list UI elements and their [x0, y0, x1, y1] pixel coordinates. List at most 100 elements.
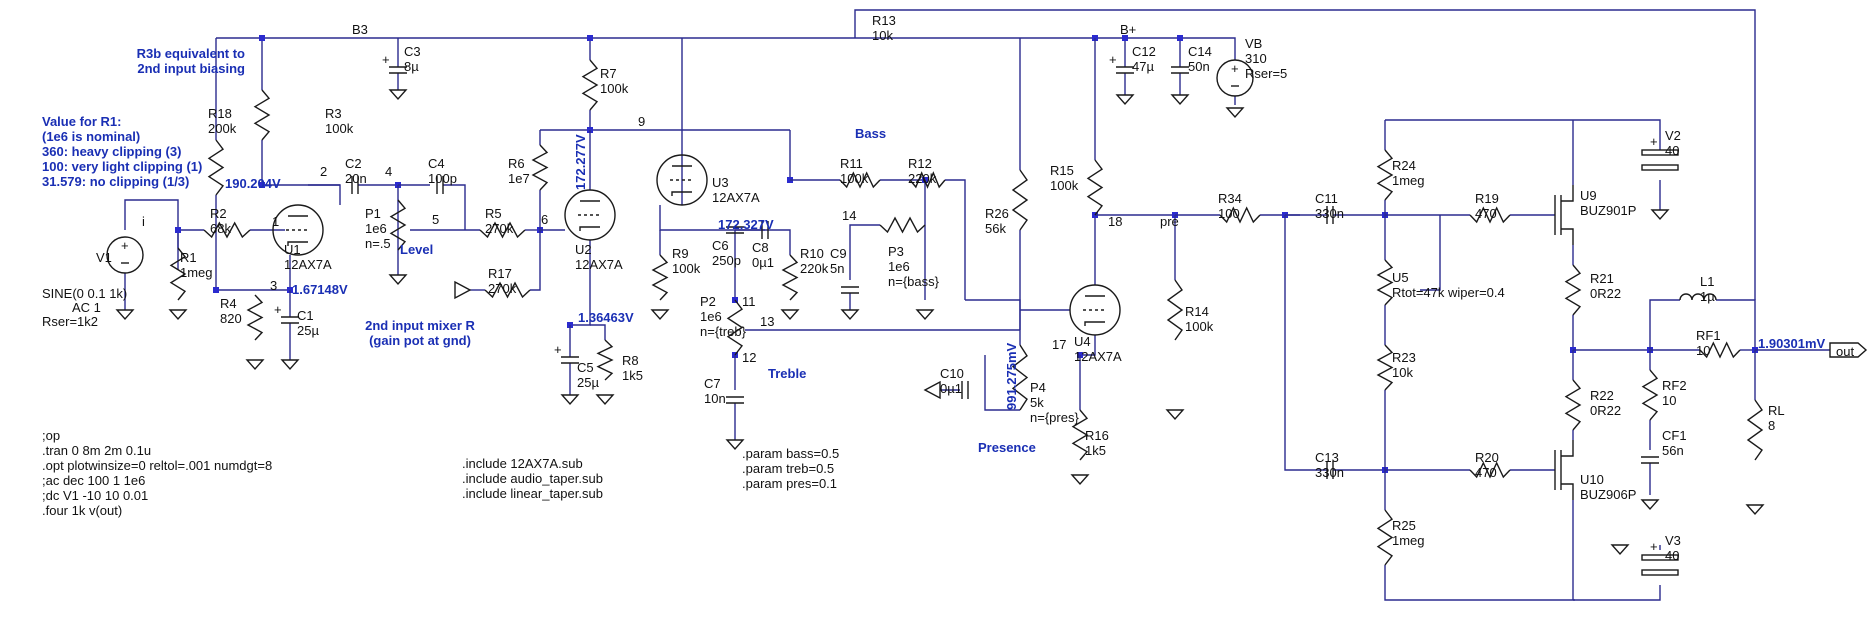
r16-resistor	[1071, 409, 1089, 461]
r23-label-1: 10k	[1392, 365, 1413, 380]
c11-label-0: C11	[1315, 191, 1338, 206]
components: ++++++++	[106, 52, 1868, 576]
r15-label-1: 100k	[1050, 178, 1079, 193]
junction-dot	[1177, 35, 1183, 41]
v1-ac: AC 1	[72, 300, 101, 315]
r23-resistor	[1376, 344, 1394, 391]
r11-label-0: R11	[840, 156, 863, 171]
r11-label-1: 100k	[840, 171, 869, 186]
svg-text:+: +	[1231, 61, 1239, 76]
voltage-u1-cathode: 1.67148V	[292, 282, 348, 297]
c10-ground-port	[923, 380, 941, 400]
v2-battery: +	[1641, 134, 1679, 171]
ground-symbol	[168, 309, 188, 321]
wire	[1080, 335, 1096, 356]
wire	[216, 255, 291, 291]
c8-capacitor	[761, 221, 769, 239]
rf2-label-0: RF2	[1662, 378, 1687, 393]
c6-label-0: C6	[712, 238, 729, 253]
vb-label-1: 310	[1245, 51, 1267, 66]
ground-symbol	[388, 89, 408, 101]
vb-label-2: Rser=5	[1245, 66, 1287, 81]
ground-symbol	[1170, 94, 1190, 106]
r10-resistor	[781, 254, 799, 301]
sim-directive-1: .tran 0 8m 2m 0.1u	[42, 443, 151, 458]
r7-label-0: R7	[600, 66, 617, 81]
r26-label-1: 56k	[985, 221, 1006, 236]
p3-label-2: n={bass}	[888, 274, 940, 289]
u10-mosfet	[1554, 440, 1574, 500]
rf1-label-1: 10	[1696, 343, 1710, 358]
wire	[849, 224, 880, 280]
c1-label-0: C1	[297, 308, 314, 323]
u2-label-0: U2	[575, 242, 592, 257]
r4-label-0: R4	[220, 296, 237, 311]
u10-label-0: U10	[1580, 472, 1604, 487]
rl-resistor	[1746, 399, 1764, 461]
r34-label-1: 100	[1218, 206, 1240, 221]
c3-label-0: C3	[404, 44, 421, 59]
r1-label-0: R1	[180, 250, 197, 265]
u9-mosfet	[1554, 185, 1574, 245]
param-directive-1: .param treb=0.5	[742, 461, 834, 476]
r18-label-0: R18	[208, 106, 232, 121]
cf1-label-1: 56n	[1662, 443, 1684, 458]
ground-symbol	[915, 309, 935, 321]
r2-resistor	[203, 221, 251, 239]
u1-label-1: 12AX7A	[284, 257, 332, 272]
v1-value: SINE(0 0.1 1k)	[42, 286, 127, 301]
c3-capacitor: +	[382, 52, 407, 74]
include-directive-0: .include 12AX7A.sub	[462, 456, 583, 471]
label-bass: Bass	[855, 126, 886, 141]
r15-resistor	[1086, 159, 1104, 216]
wire	[854, 9, 1756, 300]
r21-label-0: R21	[1590, 271, 1614, 286]
rf2-resistor	[1641, 369, 1659, 421]
c8-label-1: 0µ1	[752, 255, 774, 270]
v1-voltage-source: +	[106, 236, 144, 274]
r5-resistor	[479, 221, 526, 239]
out-port	[1829, 342, 1868, 358]
p2-label-0: P2	[700, 294, 716, 309]
param-directive-2: .param pres=0.1	[742, 476, 837, 491]
net-label-1: 1	[272, 214, 279, 229]
r2-label-1: 68k	[210, 221, 231, 236]
r1-note-4: 31.579: no clipping (1/3)	[42, 174, 189, 189]
r34-label-0: R34	[1218, 191, 1242, 206]
r16-label-0: R16	[1085, 428, 1109, 443]
c2-label-1: 20n	[345, 171, 367, 186]
p2-label-1: 1e6	[700, 309, 722, 324]
l1-label-1: 1µ	[1700, 289, 1715, 304]
sim-directive-3: ;ac dec 100 1 1e6	[42, 473, 145, 488]
c10-label-1: 0µ1	[940, 381, 962, 396]
rl-label-0: RL	[1768, 403, 1785, 418]
r1-label-1: 1meg	[180, 265, 213, 280]
voltage-u3-cathode: 172.327V	[718, 217, 774, 232]
r12-resistor	[909, 171, 946, 189]
p1-label-1: 1e6	[365, 221, 387, 236]
mixer-note-1: (gain pot at gnd)	[369, 333, 471, 348]
r1-resistor	[169, 247, 187, 301]
c12-label-1: 47µ	[1132, 59, 1154, 74]
net-label-i: i	[142, 214, 145, 229]
voltage-out: 1.90301mV	[1758, 336, 1826, 351]
r14-label-1: 100k	[1185, 319, 1214, 334]
svg-text:+: +	[382, 52, 390, 67]
label-treble: Treble	[768, 366, 806, 381]
v3-label-1: 40	[1665, 548, 1679, 563]
u4-label-0: U4	[1074, 334, 1091, 349]
r3-label-1: 100k	[325, 121, 354, 136]
u2-triode	[564, 189, 616, 241]
wires	[124, 9, 1830, 601]
wire	[659, 205, 791, 255]
r13-label-1: 10k	[872, 28, 893, 43]
u1-label-0: U1	[284, 242, 301, 257]
c14-label-1: 50n	[1188, 59, 1210, 74]
r18-resistor	[207, 139, 225, 196]
r3-resistor	[253, 89, 271, 141]
c11-label-1: 330n	[1315, 206, 1344, 221]
wire	[984, 355, 1020, 411]
rf2-label-1: 10	[1662, 393, 1676, 408]
net-label-bplus: B+	[1120, 22, 1136, 37]
r3b-note-1: 2nd input biasing	[137, 61, 245, 76]
